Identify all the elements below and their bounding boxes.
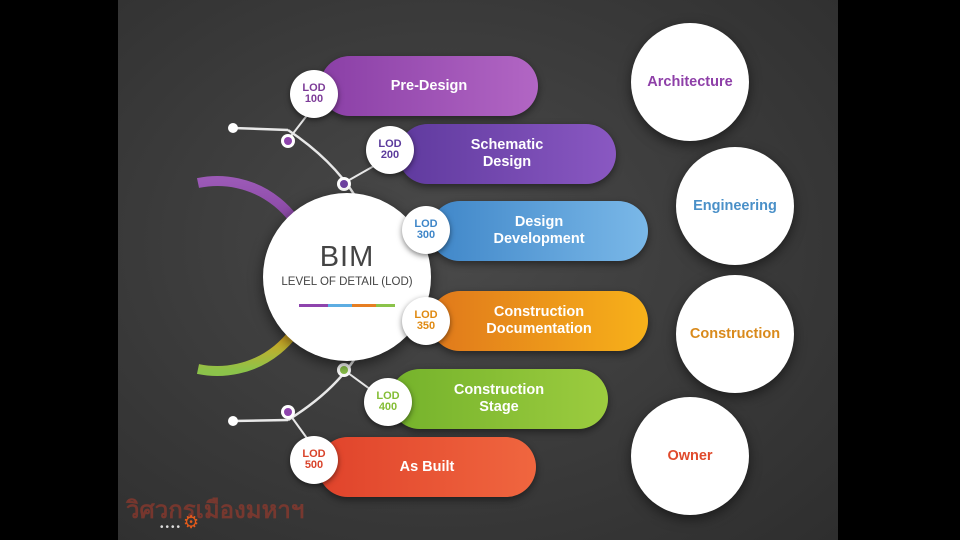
stage-pill-construction-documentation: Construction Documentation	[430, 291, 648, 351]
role-engineering: Engineering	[676, 147, 794, 265]
lod-number: 350	[416, 320, 436, 332]
lod-number: 300	[416, 229, 436, 241]
stage-pill-pre-design: Pre-Design	[320, 56, 538, 116]
lod-badge-200: LOD 200	[366, 126, 414, 174]
watermark-dots: ••••	[160, 522, 183, 533]
arc-end-dot	[228, 416, 238, 426]
diagram-canvas: BIM LEVEL OF DETAIL (LOD) Pre-Design LOD…	[118, 0, 838, 540]
role-owner: Owner	[631, 397, 749, 515]
stage-pill-design-development: Design Development	[430, 201, 648, 261]
lod-number: 200	[380, 149, 400, 161]
stage-pill-as-built: As Built	[318, 437, 536, 497]
hub-subtitle: LEVEL OF DETAIL (LOD)	[281, 276, 413, 288]
gear-icon: ⚙	[183, 512, 200, 532]
lod-label: LOD	[302, 448, 326, 460]
lod-number: 400	[378, 401, 398, 413]
lod-number: 500	[304, 459, 324, 471]
lod-badge-350: LOD 350	[402, 297, 450, 345]
hub-underline	[299, 304, 395, 307]
lod-badge-300: LOD 300	[402, 206, 450, 254]
lod-label: LOD	[414, 309, 438, 321]
role-construction: Construction	[676, 275, 794, 393]
role-architecture: Architecture	[631, 23, 749, 141]
lod-label: LOD	[302, 82, 326, 94]
lod-badge-500: LOD 500	[290, 436, 338, 484]
arc-end-dot	[228, 123, 238, 133]
stage-pill-schematic-design: Schematic Design	[398, 124, 616, 184]
lod-label: LOD	[414, 218, 438, 230]
lod-badge-400: LOD 400	[364, 378, 412, 426]
lod-label: LOD	[378, 138, 402, 150]
hub-title: BIM	[319, 241, 375, 273]
lod-number: 100	[304, 93, 324, 105]
lod-badge-100: LOD 100	[290, 70, 338, 118]
watermark-text: วิศวกรเมืองมหาฯ	[126, 497, 305, 524]
stage-pill-construction-stage: Construction Stage	[390, 369, 608, 429]
lod-label: LOD	[376, 390, 400, 402]
